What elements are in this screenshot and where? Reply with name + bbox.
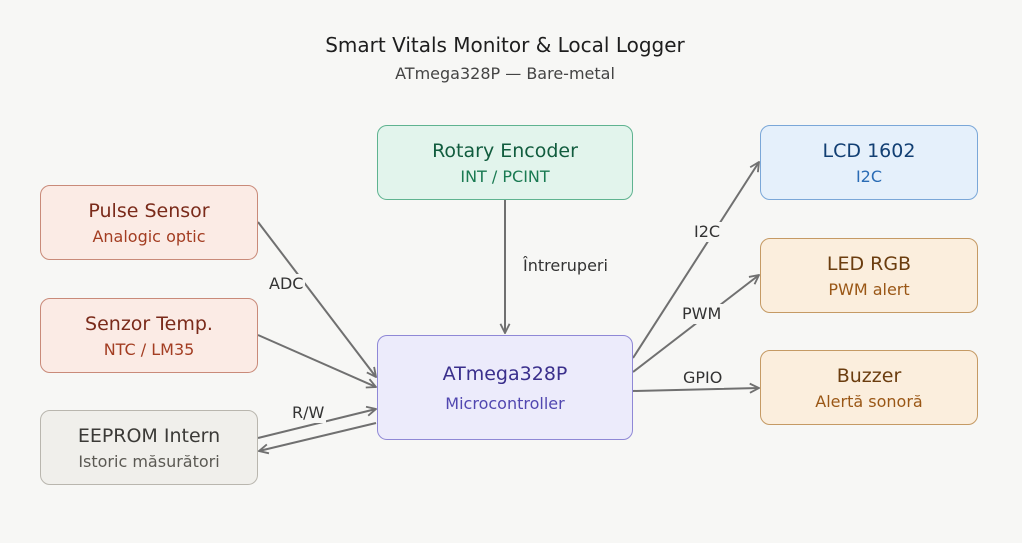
node-temp-sensor: Senzor Temp. NTC / LM35 xyxy=(40,298,258,373)
node-eeprom-label: EEPROM Intern xyxy=(77,424,221,447)
node-rotary-encoder: Rotary Encoder INT / PCINT xyxy=(377,125,633,200)
node-eeprom-sub: Istoric măsurători xyxy=(78,451,220,471)
node-pulse-sensor-sub: Analogic optic xyxy=(92,226,206,246)
node-led-rgb: LED RGB PWM alert xyxy=(760,238,978,313)
node-rotary-encoder-label: Rotary Encoder xyxy=(432,139,578,162)
edge-pulse-to-mcu xyxy=(257,221,376,377)
node-rotary-encoder-sub: INT / PCINT xyxy=(460,166,550,186)
edge-label-rw: R/W xyxy=(290,403,327,423)
node-temp-sensor-sub: NTC / LM35 xyxy=(103,339,195,359)
diagram-subtitle: ATmega328P — Bare-metal xyxy=(395,64,615,83)
node-microcontroller: ATmega328P Microcontroller xyxy=(377,335,633,440)
edge-label-i2c: I2C xyxy=(692,222,723,242)
edge-label-adc: ADC xyxy=(267,274,306,294)
node-led-rgb-label: LED RGB xyxy=(826,252,912,275)
node-temp-sensor-label: Senzor Temp. xyxy=(85,312,213,335)
node-buzzer: Buzzer Alertă sonoră xyxy=(760,350,978,425)
node-eeprom: EEPROM Intern Istoric măsurători xyxy=(40,410,258,485)
edge-label-interrupts: Întreruperi xyxy=(521,256,610,276)
node-microcontroller-label: ATmega328P xyxy=(442,362,568,385)
node-microcontroller-sub: Microcontroller xyxy=(445,393,565,413)
edge-mcu-to-lcd xyxy=(632,162,759,359)
node-lcd-label: LCD 1602 xyxy=(822,139,916,162)
edge-label-gpio: GPIO xyxy=(681,368,725,388)
diagram-title: Smart Vitals Monitor & Local Logger xyxy=(325,33,685,57)
node-led-rgb-sub: PWM alert xyxy=(828,279,910,299)
edge-label-pwm: PWM xyxy=(680,304,724,324)
node-pulse-sensor: Pulse Sensor Analogic optic xyxy=(40,185,258,260)
edge-mcu-to-eeprom xyxy=(259,422,377,451)
node-lcd-sub: I2C xyxy=(855,166,883,186)
node-lcd: LCD 1602 I2C xyxy=(760,125,978,200)
edge-eeprom-to-mcu xyxy=(257,409,376,439)
node-buzzer-sub: Alertă sonoră xyxy=(815,391,923,411)
edge-temp-to-mcu xyxy=(257,334,376,387)
edge-mcu-to-buzzer xyxy=(632,388,759,391)
node-buzzer-label: Buzzer xyxy=(836,364,902,387)
node-pulse-sensor-label: Pulse Sensor xyxy=(88,199,210,222)
